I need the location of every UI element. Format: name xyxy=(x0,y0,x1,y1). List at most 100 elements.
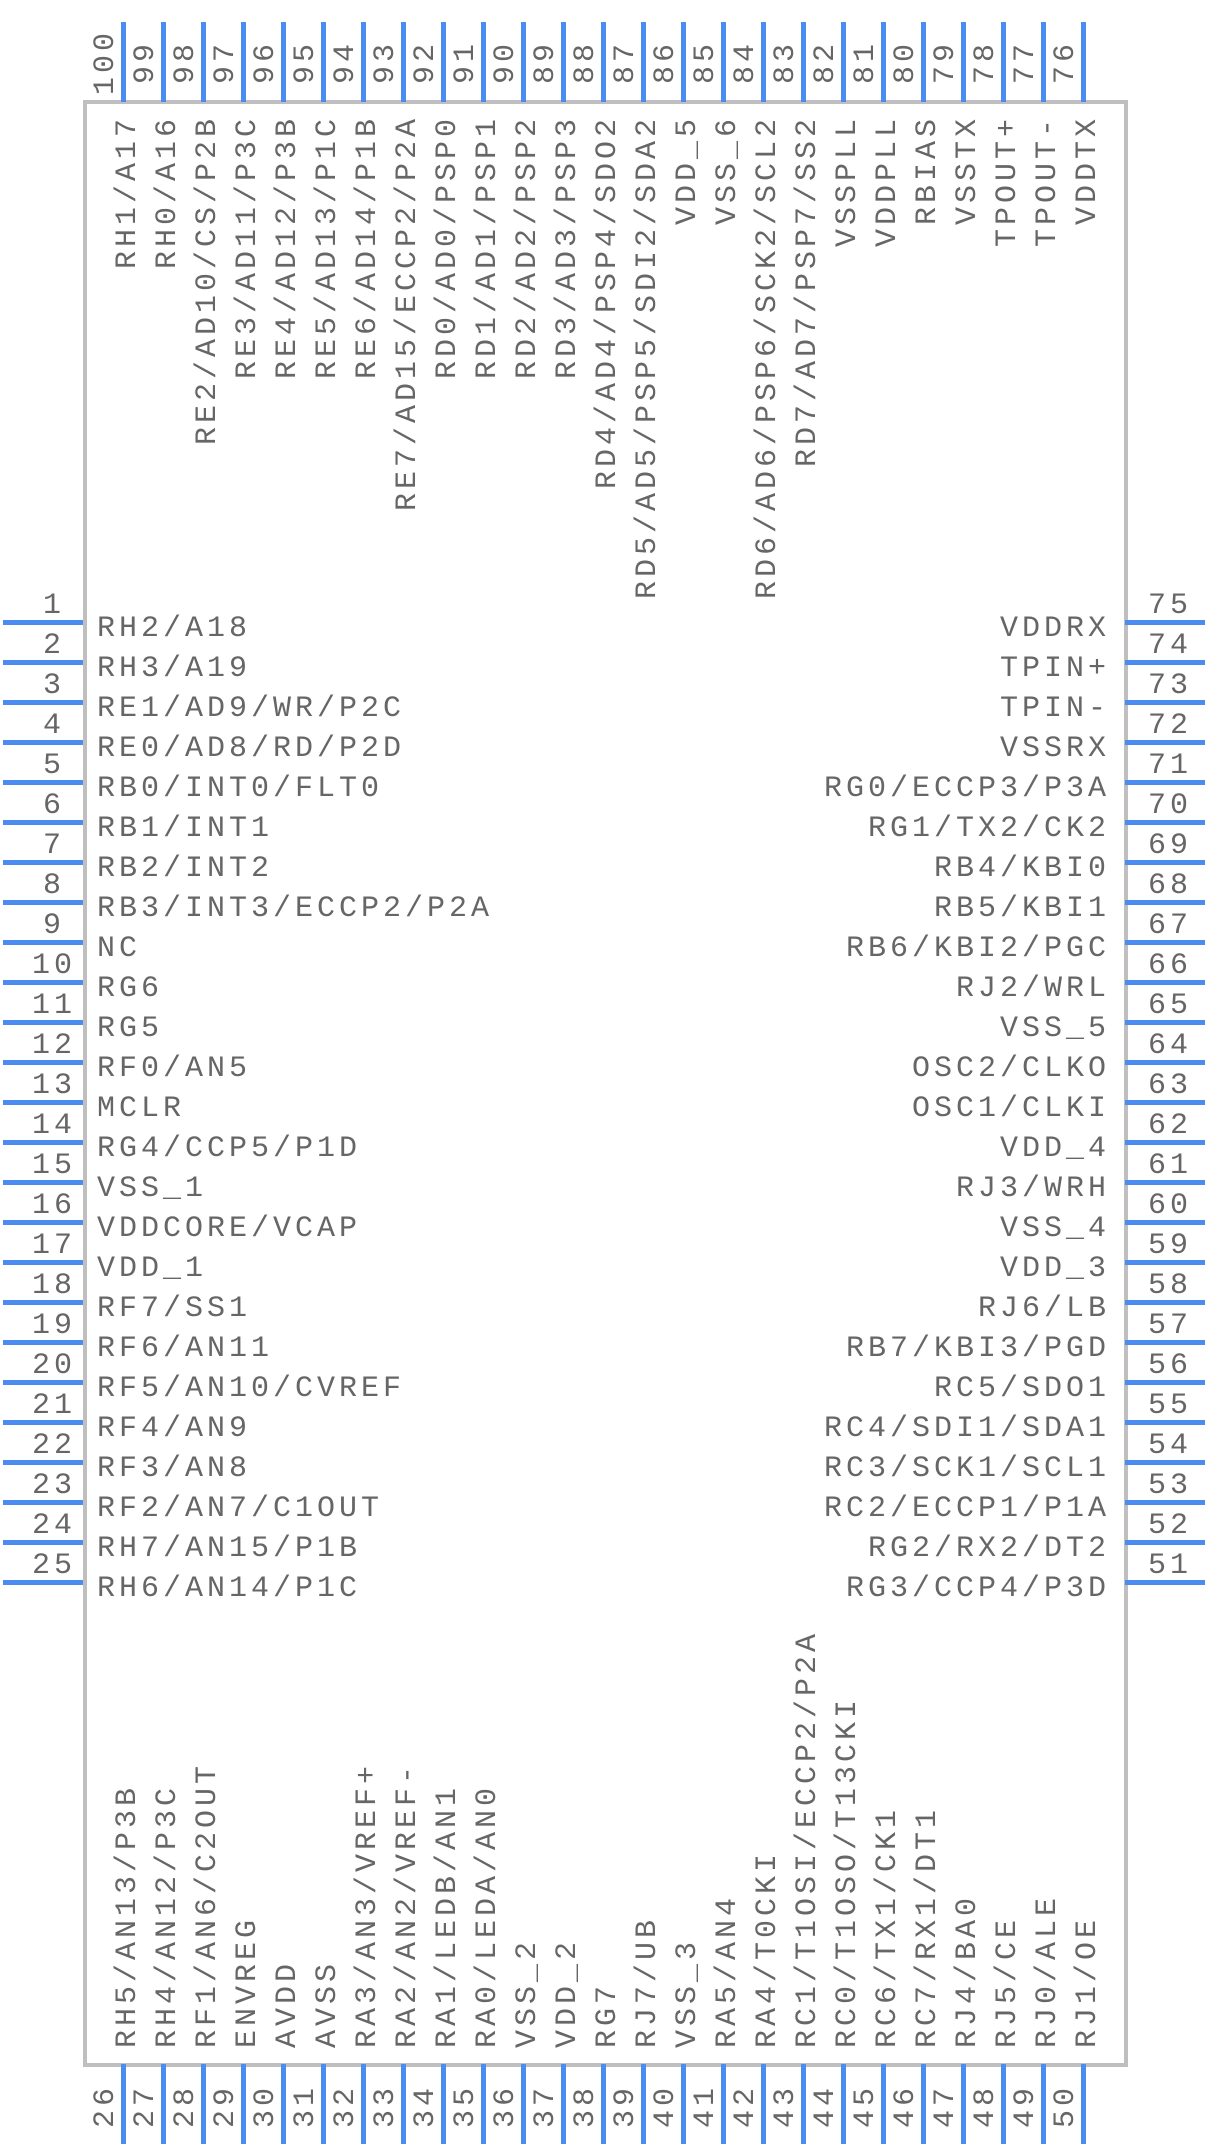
pin-label: VSS_6 xyxy=(711,114,745,225)
pin-number: 53 xyxy=(1148,1469,1193,1503)
pin-number: 79 xyxy=(929,39,963,84)
pin-label: RB4/KBI0 xyxy=(933,852,1110,886)
pin-label: RC7/RX1/DT1 xyxy=(911,1805,945,2048)
pin-number: 13 xyxy=(32,1069,77,1103)
pin-label: RF6/AN11 xyxy=(97,1332,274,1366)
pin-number: 96 xyxy=(249,39,283,84)
pin-label: VDDRX xyxy=(999,612,1110,646)
pin-label: TPIN+ xyxy=(999,652,1110,686)
pin-label: RH1/A17 xyxy=(111,114,145,269)
pin-line xyxy=(201,2064,206,2144)
pin-number: 63 xyxy=(1148,1069,1193,1103)
pin-number: 85 xyxy=(689,39,723,84)
pin-line xyxy=(3,900,83,905)
pin-number: 24 xyxy=(32,1509,77,1543)
pin-line xyxy=(841,2064,846,2144)
pin-label: TPOUT+ xyxy=(991,114,1025,247)
pin-line xyxy=(1081,2064,1086,2144)
pin-line xyxy=(321,2064,326,2144)
pin-label: RF1/AN6/C2OUT xyxy=(191,1761,225,2048)
pin-line xyxy=(1125,1260,1205,1265)
pin-label: VSS_4 xyxy=(999,1212,1110,1246)
pin-line xyxy=(3,780,83,785)
pin-label: RJ4/BA0 xyxy=(951,1893,985,2048)
pin-line xyxy=(3,1100,83,1105)
pin-label: RF5/AN10/CVREF xyxy=(97,1372,406,1406)
pin-line xyxy=(761,22,766,102)
pin-number: 89 xyxy=(529,39,563,84)
pin-number: 14 xyxy=(32,1109,77,1143)
pin-label: RE7/AD15/ECCP2/P2A xyxy=(391,114,425,511)
pin-line xyxy=(1125,1380,1205,1385)
pin-number: 7 xyxy=(43,829,66,863)
pin-label: RJ0/ALE xyxy=(1031,1893,1065,2048)
pin-number: 72 xyxy=(1148,709,1193,743)
pin-number: 83 xyxy=(769,39,803,84)
pin-label: RC0/T1OSO/T13CKI xyxy=(831,1695,865,2048)
pin-number: 92 xyxy=(409,39,443,84)
pin-line xyxy=(601,2064,606,2144)
pin-number: 9 xyxy=(43,909,66,943)
pin-label: TPOUT- xyxy=(1031,114,1065,247)
pin-label: RE2/AD10/CS/P2B xyxy=(191,114,225,445)
pin-line xyxy=(1125,1540,1205,1545)
pin-line xyxy=(1125,860,1205,865)
pin-label: RJ3/WRH xyxy=(955,1172,1110,1206)
pin-number: 54 xyxy=(1148,1429,1193,1463)
pin-label: OSC1/CLKI xyxy=(911,1092,1110,1126)
pin-line xyxy=(3,820,83,825)
pin-line xyxy=(881,22,886,102)
pin-label: AVSS xyxy=(311,1959,345,2048)
pin-number: 46 xyxy=(889,2083,923,2128)
pin-label: RH4/AN12/P3C xyxy=(151,1783,185,2048)
pin-label: VSS_5 xyxy=(999,1012,1110,1046)
pin-number: 71 xyxy=(1148,749,1193,783)
pin-number: 84 xyxy=(729,39,763,84)
pin-line xyxy=(721,22,726,102)
pin-line xyxy=(641,22,646,102)
pin-number: 47 xyxy=(929,2083,963,2128)
pin-line xyxy=(3,1060,83,1065)
pin-number: 76 xyxy=(1049,39,1083,84)
pin-number: 5 xyxy=(43,749,66,783)
pin-label: RE1/AD9/WR/P2C xyxy=(97,692,406,726)
pin-line xyxy=(1125,1020,1205,1025)
pin-number: 99 xyxy=(129,39,163,84)
pin-number: 27 xyxy=(129,2083,163,2128)
pin-line xyxy=(681,2064,686,2144)
pin-label: RG5 xyxy=(97,1012,164,1046)
pin-label: NC xyxy=(97,932,142,966)
pin-line xyxy=(681,22,686,102)
pin-line xyxy=(961,2064,966,2144)
pin-number: 55 xyxy=(1148,1389,1193,1423)
pin-number: 23 xyxy=(32,1469,77,1503)
pin-number: 10 xyxy=(32,949,77,983)
pin-line xyxy=(361,22,366,102)
pin-number: 20 xyxy=(32,1349,77,1383)
pin-number: 35 xyxy=(449,2083,483,2128)
pin-number: 48 xyxy=(969,2083,1003,2128)
pin-label: RA4/T0CKI xyxy=(751,1849,785,2048)
pin-label: RC6/TX1/CK1 xyxy=(871,1805,905,2048)
pin-line xyxy=(241,2064,246,2144)
pin-label: RD6/AD6/PSP6/SCK2/SCL2 xyxy=(751,114,785,599)
pin-line xyxy=(3,1380,83,1385)
pin-number: 50 xyxy=(1049,2083,1083,2128)
pin-line xyxy=(3,660,83,665)
pin-number: 19 xyxy=(32,1309,77,1343)
pin-number: 36 xyxy=(489,2083,523,2128)
pin-line xyxy=(161,2064,166,2144)
pin-label: RE5/AD13/P1C xyxy=(311,114,345,379)
pin-line xyxy=(3,1140,83,1145)
pin-label: RD0/AD0/PSP0 xyxy=(431,114,465,379)
pin-line xyxy=(201,22,206,102)
pin-number: 66 xyxy=(1148,949,1193,983)
pin-label: RE4/AD12/P3B xyxy=(271,114,305,379)
pin-number: 56 xyxy=(1148,1349,1193,1383)
pin-line xyxy=(3,860,83,865)
pin-number: 75 xyxy=(1148,589,1193,623)
pin-label: AVDD xyxy=(271,1959,305,2048)
pin-number: 60 xyxy=(1148,1189,1193,1223)
pin-number: 57 xyxy=(1148,1309,1193,1343)
